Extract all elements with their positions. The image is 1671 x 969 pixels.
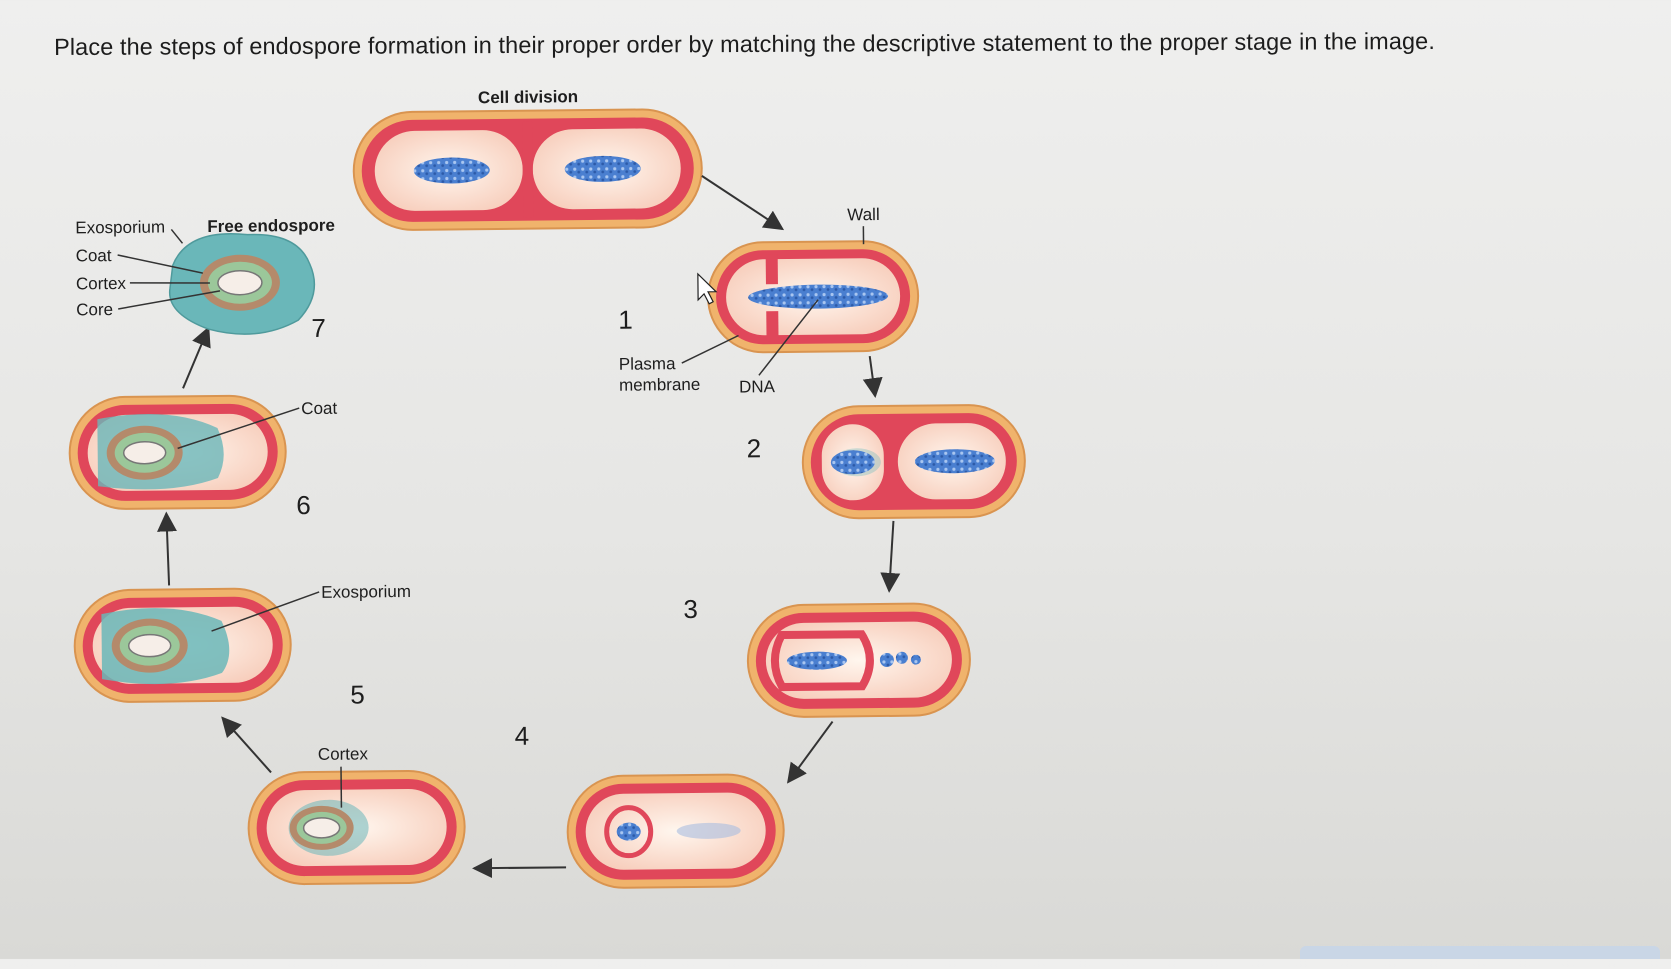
cortex-label-top: Cortex [76,274,127,294]
plasma-membrane-label-1: Plasma [619,354,676,374]
stage-7-number: 7 [311,313,326,343]
stage-3-number: 3 [683,594,698,624]
coat-label-stage6: Coat [301,399,337,418]
stage-2-cell [802,405,1025,519]
stage-5-number: 5 [350,679,365,709]
free-endospore [169,233,315,335]
stage-6-number: 6 [296,490,311,520]
core-label: Core [76,300,113,319]
bottom-scroll-bar[interactable] [1300,946,1660,959]
stage-6-cell [69,395,286,509]
stage-4-cell [567,774,784,888]
stage-5-cell [74,588,291,702]
wall-label: Wall [847,205,880,224]
stage-1-cell [708,241,919,353]
stage-3-cell [747,603,970,717]
cortex-stage-cell [248,770,465,884]
plasma-membrane-label-2: membrane [619,375,700,395]
stage-2-number: 2 [747,433,762,463]
coat-label-top: Coat [76,246,112,265]
exosporium-label-stage5: Exosporium [321,582,411,602]
exosporium-label-top: Exosporium [75,217,165,237]
cell-division-cell [353,109,702,231]
dna-label: DNA [739,377,776,396]
stage-1-number: 1 [618,305,633,335]
free-endospore-label: Free endospore [207,216,335,236]
cortex-label-stage4: Cortex [318,744,369,764]
cell-division-label: Cell division [478,87,578,107]
stage-4-number: 4 [515,721,530,751]
